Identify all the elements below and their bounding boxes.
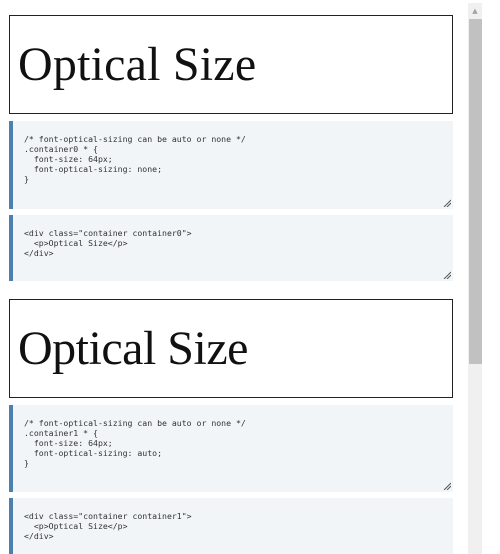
preview-text-0: Optical Size xyxy=(18,38,257,91)
resize-grip-icon[interactable] xyxy=(443,271,451,279)
html-editor-0[interactable]: <div class="container container0"> <p>Op… xyxy=(9,215,453,281)
preview-container-1: Optical Size xyxy=(9,299,453,398)
preview-text-1: Optical Size xyxy=(18,322,248,375)
css-editor-1[interactable]: /* font-optical-sizing can be auto or no… xyxy=(9,405,453,492)
css-code-0[interactable]: /* font-optical-sizing can be auto or no… xyxy=(24,134,246,184)
page-viewport: Optical Size /* font-optical-sizing can … xyxy=(9,15,453,554)
preview-container-0: Optical Size xyxy=(9,15,453,114)
css-editor-0[interactable]: /* font-optical-sizing can be auto or no… xyxy=(9,121,453,209)
scrollbar-thumb[interactable] xyxy=(469,19,482,364)
html-editor-1[interactable]: <div class="container container1"> <p>Op… xyxy=(9,498,453,554)
vertical-scrollbar[interactable]: ▲ xyxy=(465,0,500,554)
html-code-0[interactable]: <div class="container container0"> <p>Op… xyxy=(24,228,192,258)
resize-grip-icon[interactable] xyxy=(443,199,451,207)
css-code-1[interactable]: /* font-optical-sizing can be auto or no… xyxy=(24,418,246,468)
html-code-1[interactable]: <div class="container container1"> <p>Op… xyxy=(24,511,192,541)
resize-grip-icon[interactable] xyxy=(443,482,451,490)
scroll-up-arrow-icon[interactable]: ▲ xyxy=(472,7,478,15)
